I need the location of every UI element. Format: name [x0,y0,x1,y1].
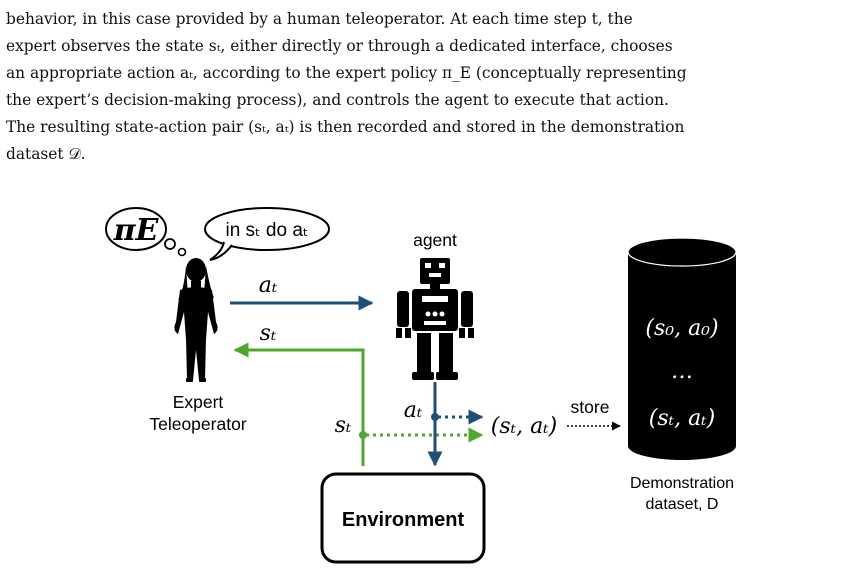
paragraph-line-4: the expert’s decision-making process), a… [6,91,669,109]
dataset-entry-first: (s₀, a₀) [645,316,718,341]
environment-label: Environment [342,509,465,531]
paragraph-line-1: behavior, in this case provided by a hum… [6,10,633,28]
dataset-entry-ellipsis: … [671,359,693,384]
action-branch-label: aₜ [404,398,423,423]
store-label: store [571,397,610,417]
paragraph-line-5: The resulting state-action pair (sₜ, aₜ)… [6,118,685,136]
state-branch-node [359,431,367,439]
paragraph: behavior, in this case provided by a hum… [6,6,832,168]
cylinder-database-icon [627,237,737,460]
dataset-label-line1: Demonstration [630,475,734,492]
woman-silhouette-icon [174,258,218,382]
paragraph-line-2: expert observes the state sₜ, either dir… [6,37,673,55]
dataset-entry-last: (sₜ, aₜ) [649,406,715,431]
action-branch-node [431,413,439,421]
state-branch-label: sₜ [335,413,352,438]
paragraph-line-3: an appropriate action aₜ, according to t… [6,64,687,82]
pair-label: (sₜ, aₜ) [491,414,557,439]
paragraph-line-6: dataset 𝒟. [6,145,86,163]
expert-label-line2: Teleoperator [149,414,246,434]
policy-symbol: πE [113,213,160,248]
speech-bubble [204,207,330,261]
robot-icon [396,258,474,380]
environment-box [320,472,486,564]
state-feedback-arrow [233,342,365,466]
thought-bubble-icon [105,207,187,257]
state-arrow-label: sₜ [260,321,277,346]
action-arrow-label: aₜ [259,273,278,298]
dataset-label-line2: dataset, D [646,496,719,513]
agent-label: agent [413,230,457,250]
speech-text: in sₜ do aₜ [225,220,308,241]
expert-label-line1: Expert [173,392,224,412]
